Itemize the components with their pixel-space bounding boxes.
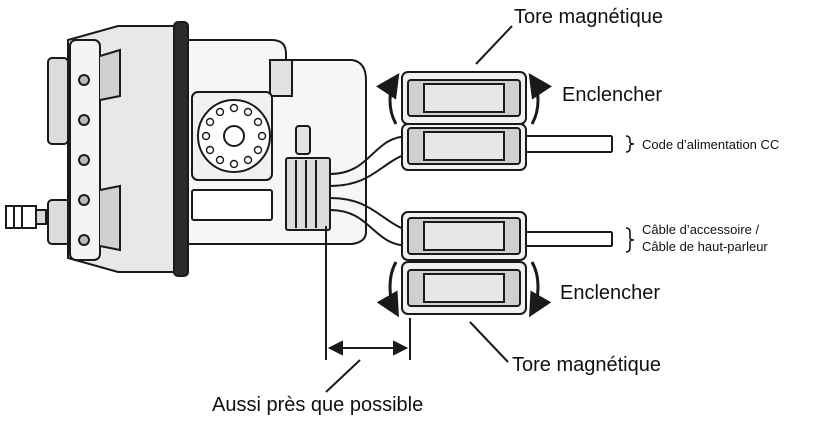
label-ferrite-core-top: Tore magnétique [514,6,663,28]
label-accessory-cable-line2: Câble de haut-parleur [642,239,768,254]
label-accessory-cable-line1: Câble d’accessoire / [642,222,760,237]
label-snap-top: Enclencher [562,84,663,106]
snap-arrows-top [376,73,552,125]
ferrite-core-bottom [401,211,527,315]
snap-arrows-bottom [376,261,552,318]
rear-connector [5,205,47,229]
label-braces [625,135,635,253]
label-snap-bottom: Enclencher [560,282,661,304]
distance-indicator [325,226,411,360]
ferrite-core-top [401,71,527,171]
label-power-cable: Code d’alimentation CC [642,137,780,152]
front-panel [47,25,177,273]
cooling-fan [191,91,273,181]
label-ferrite-core-bottom: Tore magnétique [512,354,661,376]
radio-unit [5,21,367,277]
cable-exit [285,157,331,231]
mounting-flange [173,21,189,277]
leader-lines [325,25,513,393]
label-distance: Aussi près que possible [212,394,424,416]
